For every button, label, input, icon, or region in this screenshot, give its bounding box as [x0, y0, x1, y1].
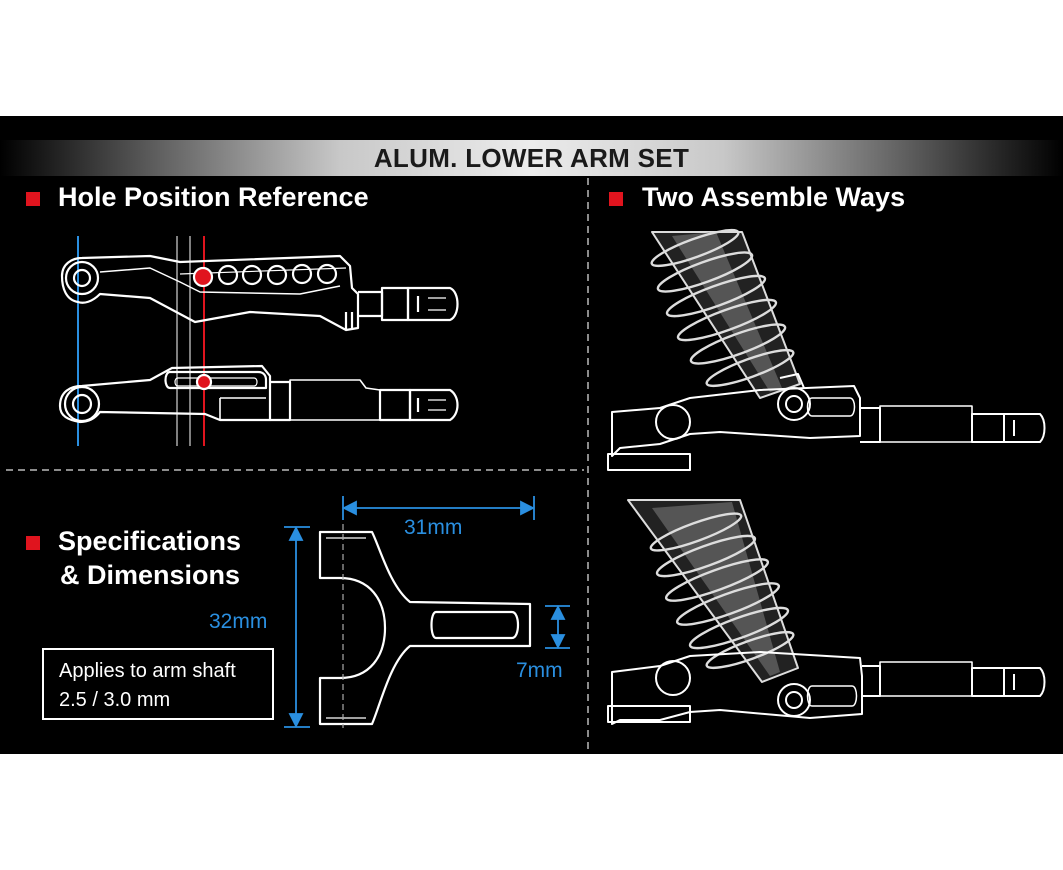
title-bar: ALUM. LOWER ARM SET	[0, 140, 1063, 176]
dimension-height-label: 32mm	[209, 610, 268, 633]
section-heading-assemble-ways: Two Assemble Ways	[642, 182, 906, 212]
square-bullet-icon	[26, 192, 40, 206]
section-heading-dimensions: & Dimensions	[60, 560, 241, 590]
note-line-2: 2.5 / 3.0 mm	[59, 689, 171, 711]
product-panel: ALUM. LOWER ARM SET Hole Position Refere…	[0, 116, 1063, 754]
dimension-slot-label: 7mm	[516, 659, 563, 682]
dimension-width-label: 31mm	[404, 516, 463, 539]
section-heading-specifications: Specifications	[58, 526, 242, 556]
diagram-drawings	[6, 178, 1046, 752]
section-heading-hole-position: Hole Position Reference	[58, 182, 369, 212]
square-bullet-icon	[609, 192, 623, 206]
shock-absorber-drawing-alt	[607, 499, 1046, 725]
shock-absorber-drawing	[607, 228, 1046, 471]
page-title: ALUM. LOWER ARM SET	[373, 143, 690, 173]
upper-lower-arm-drawing	[60, 254, 459, 332]
square-bullet-icon	[26, 536, 40, 550]
lower-lower-arm-drawing	[58, 364, 459, 424]
arm-dimension-drawing	[318, 524, 532, 728]
shaft-note-box: Applies to arm shaft 2.5 / 3.0 mm	[42, 648, 274, 720]
dimension-arrow	[284, 496, 570, 729]
note-line-1: Applies to arm shaft	[59, 660, 236, 682]
